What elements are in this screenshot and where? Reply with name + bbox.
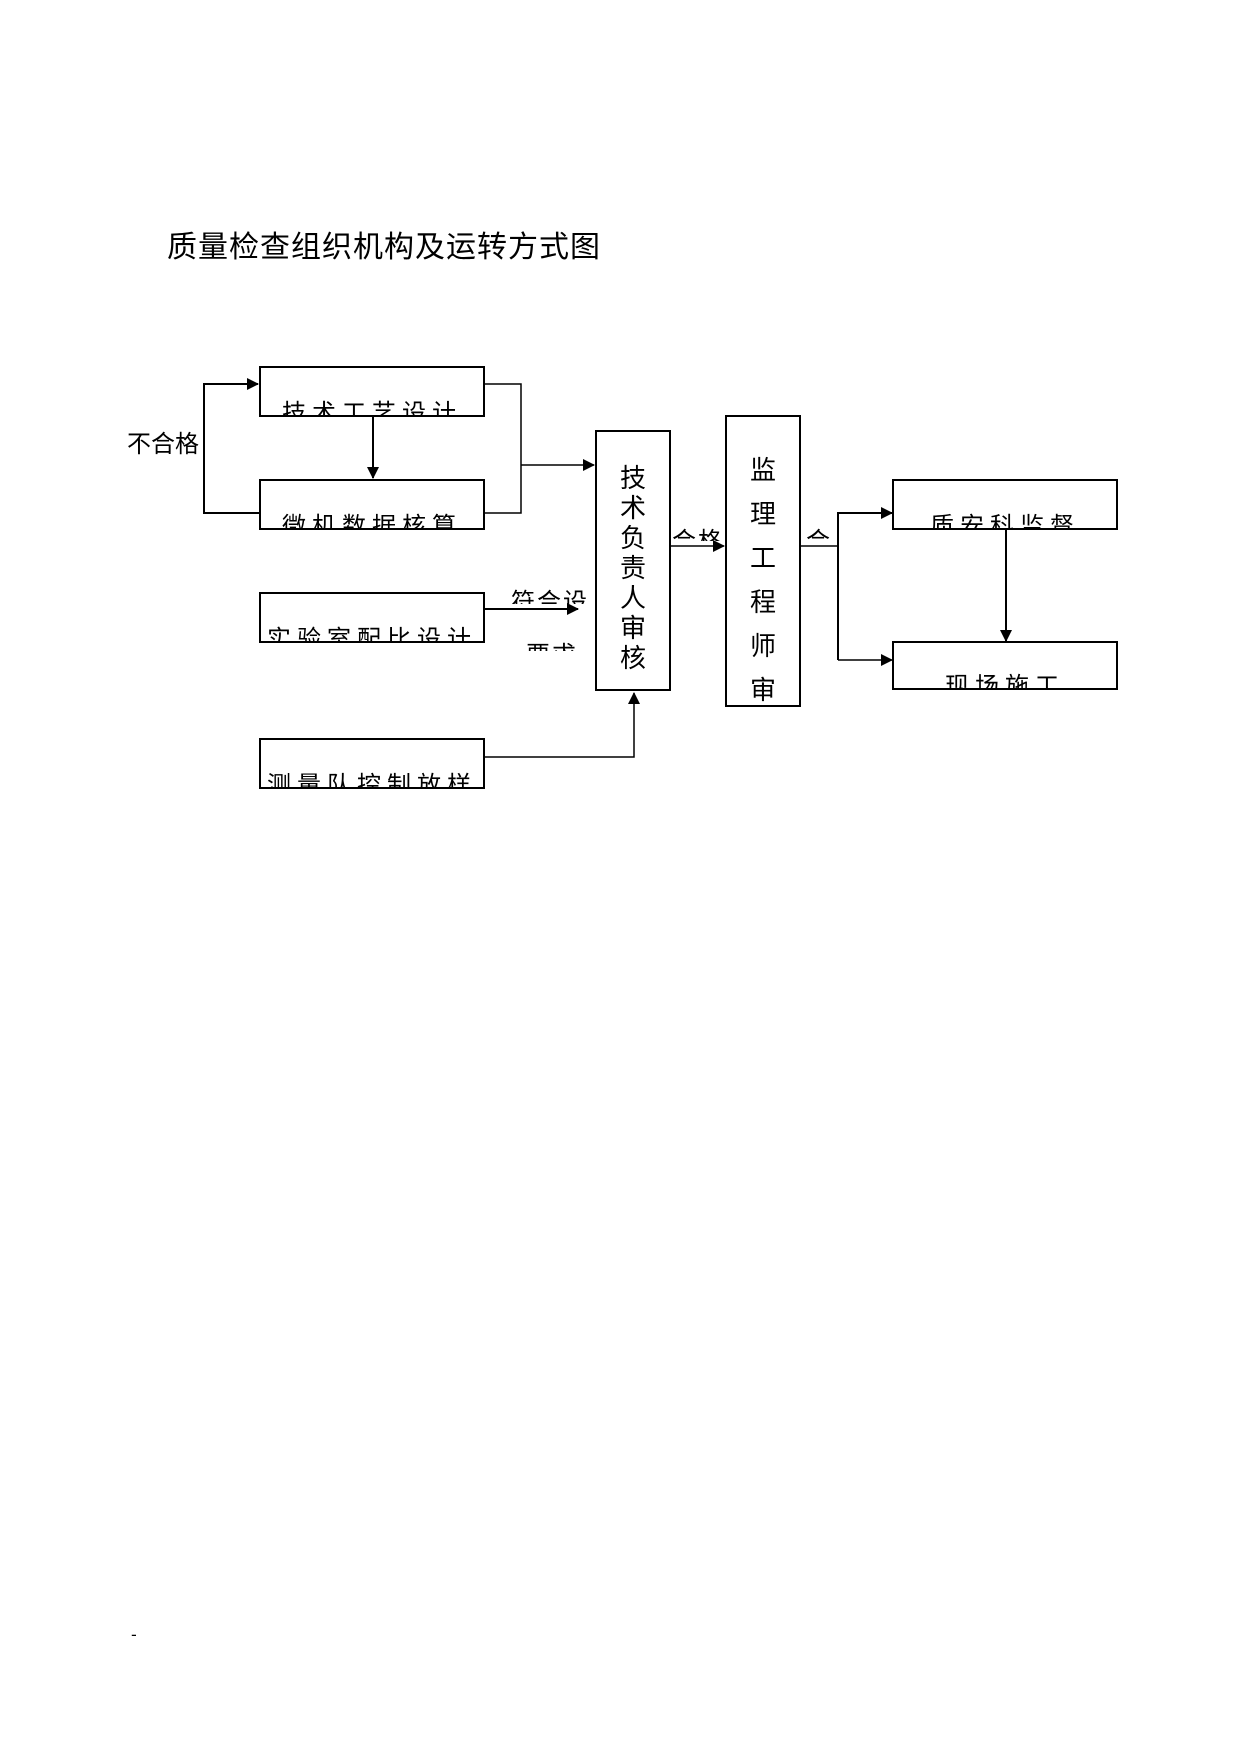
node-supervisor-review: 监理工程师审	[725, 415, 801, 707]
node-site-construction: 现场施工	[892, 641, 1118, 690]
node-tech-lead-review: 技术负责人审核	[595, 430, 671, 691]
node-survey-stakeout: 测量队控制放样	[259, 738, 485, 789]
node-tech-process-design: 技术工艺设计	[259, 366, 485, 417]
edge-label-meets-design-1: 符合设	[511, 588, 586, 604]
edge-label-meets-design-2: 要求	[526, 635, 578, 651]
node-lab-mix-design: 实验室配比设计	[259, 592, 485, 643]
edge-label-qualified-2: 合	[806, 527, 832, 541]
survey-to-review-arrow	[484, 692, 640, 758]
feedback-loop-line	[203, 378, 260, 514]
node-quality-dept: 质安科监督	[892, 479, 1118, 530]
footer-mark: -	[131, 1625, 137, 1644]
to-quality-arrow	[837, 507, 893, 660]
bracket-top	[484, 383, 522, 514]
page-title: 质量检查组织机构及运转方式图	[167, 230, 601, 265]
node-calc-data-check: 微机数据核算	[259, 479, 485, 530]
edge-label-qualified-1: 合格	[672, 527, 724, 541]
edge-label-unqualified: 不合格	[127, 430, 199, 458]
